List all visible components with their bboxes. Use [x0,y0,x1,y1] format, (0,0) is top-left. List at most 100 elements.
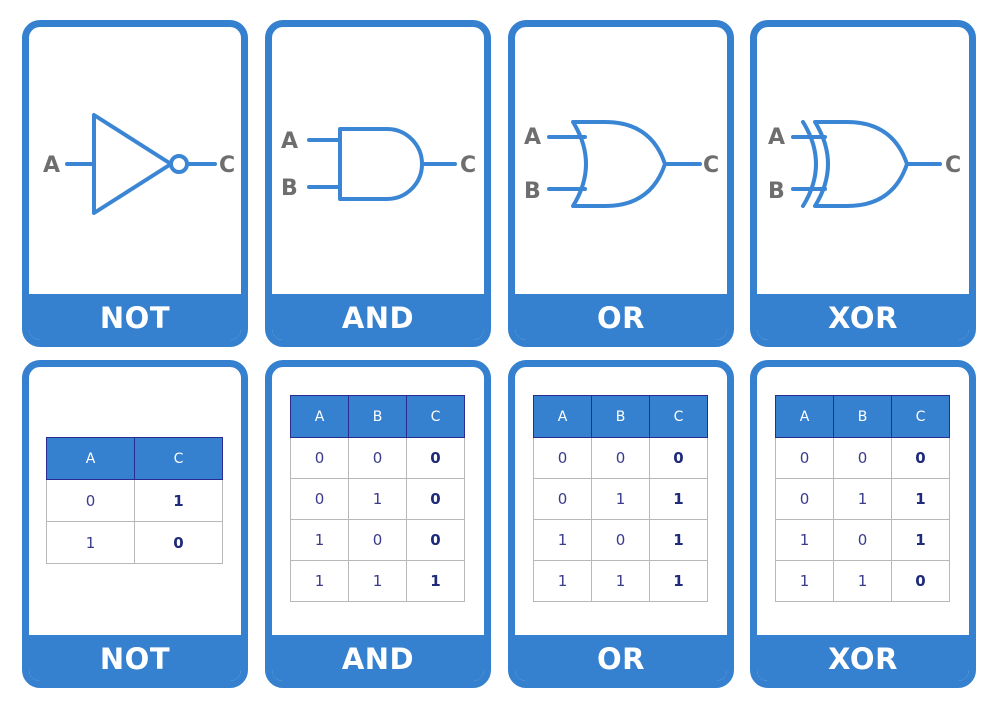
table-cell: 1 [833,560,892,602]
output-cell: 1 [649,560,708,602]
column-header: C [891,395,950,438]
xor-gate-card: A B C XOR [750,20,976,347]
table-cell: 0 [290,437,349,479]
table-cell: 1 [591,478,650,520]
table-cell: 1 [533,560,592,602]
table-cell: 0 [833,437,892,479]
table-cell: 0 [348,437,407,479]
output-cell: 0 [891,560,950,602]
table-cell: 1 [533,519,592,561]
column-header: A [46,437,135,480]
table-row: 0 0 0 [290,437,465,479]
table-cell: 1 [290,560,349,602]
truth-table: A B C 0 0 0 0 1 1 1 0 1 1 1 1 [533,395,708,602]
table-cell: 0 [591,519,650,561]
output-cell: 0 [406,478,465,520]
or-truth-table-card: A B C 0 0 0 0 1 1 1 0 1 1 1 1 [508,360,734,688]
table-cell: 0 [833,519,892,561]
table-cell: 1 [348,478,407,520]
output-cell: 0 [406,519,465,561]
output-c-label: C [703,153,719,178]
input-a-label: A [524,125,541,150]
output-cell: 1 [406,560,465,602]
table-cell: 1 [833,478,892,520]
table-row: 1 0 [46,521,223,564]
table-row: 1 0 1 [533,519,708,561]
table-row: 1 0 1 [775,519,950,561]
table-cell: 1 [775,519,834,561]
not-gate-card: A C NOT [22,20,248,347]
table-cell: 0 [533,478,592,520]
card-title: NOT [29,635,241,681]
card-title: OR [515,635,727,681]
or-gate-card: A B C OR [508,20,734,347]
output-cell: 0 [649,437,708,479]
card-face: A B C [515,27,727,294]
table-cell: 0 [46,479,135,522]
card-title: XOR [757,294,969,340]
output-cell: 1 [134,479,223,522]
column-header: C [649,395,708,438]
table-row: 0 1 1 [775,478,950,520]
table-row: 0 1 [46,479,223,522]
table-cell: 0 [591,437,650,479]
card-face: A B C 0 0 0 0 1 0 1 0 0 1 1 1 [272,367,484,635]
and-truth-table-card: A B C 0 0 0 0 1 0 1 0 0 1 1 1 [265,360,491,688]
table-cell: 1 [46,521,135,564]
column-header: C [134,437,223,480]
output-cell: 0 [891,437,950,479]
table-header-row: A B C [533,395,708,438]
table-header-row: A C [46,437,223,480]
table-row: 0 0 0 [533,437,708,479]
card-face: A C [29,27,241,294]
table-row: 0 1 0 [290,478,465,520]
output-c-label: C [460,153,476,178]
card-title: AND [272,294,484,340]
table-cell: 0 [775,437,834,479]
table-row: 1 1 0 [775,560,950,602]
column-header: B [348,395,407,438]
xor-truth-table-card: A B C 0 0 0 0 1 1 1 0 1 1 1 0 [750,360,976,688]
output-c-label: C [219,153,235,178]
output-cell: 1 [649,519,708,561]
table-row: 0 1 1 [533,478,708,520]
card-face: A C 0 1 1 0 [29,367,241,635]
not-gate-icon: A C [43,113,235,215]
card-face: A B C 0 0 0 0 1 1 1 0 1 1 1 0 [757,367,969,635]
input-a-label: A [43,153,60,178]
column-header: A [290,395,349,438]
card-title: NOT [29,294,241,340]
table-cell: 1 [775,560,834,602]
output-cell: 1 [891,519,950,561]
card-face: A B C [272,27,484,294]
column-header: A [533,395,592,438]
table-cell: 0 [290,478,349,520]
output-cell: 0 [134,521,223,564]
xor-gate-icon: A B C [768,120,961,208]
output-cell: 1 [891,478,950,520]
or-gate-icon: A B C [524,120,719,208]
output-c-label: C [945,153,961,178]
column-header: B [833,395,892,438]
input-a-label: A [281,129,298,154]
table-cell: 1 [348,560,407,602]
card-title: XOR [757,635,969,681]
table-header-row: A B C [775,395,950,438]
table-cell: 0 [775,478,834,520]
output-cell: 0 [406,437,465,479]
table-header-row: A B C [290,395,465,438]
input-b-label: B [281,176,298,201]
column-header: B [591,395,650,438]
table-cell: 1 [290,519,349,561]
table-row: 0 0 0 [775,437,950,479]
input-a-label: A [768,125,785,150]
table-row: 1 1 1 [290,560,465,602]
table-cell: 1 [591,560,650,602]
card-face: A B C 0 0 0 0 1 1 1 0 1 1 1 1 [515,367,727,635]
output-cell: 1 [649,478,708,520]
table-row: 1 1 1 [533,560,708,602]
table-row: 1 0 0 [290,519,465,561]
card-title: OR [515,294,727,340]
and-gate-card: A B C AND [265,20,491,347]
input-b-label: B [524,179,541,204]
